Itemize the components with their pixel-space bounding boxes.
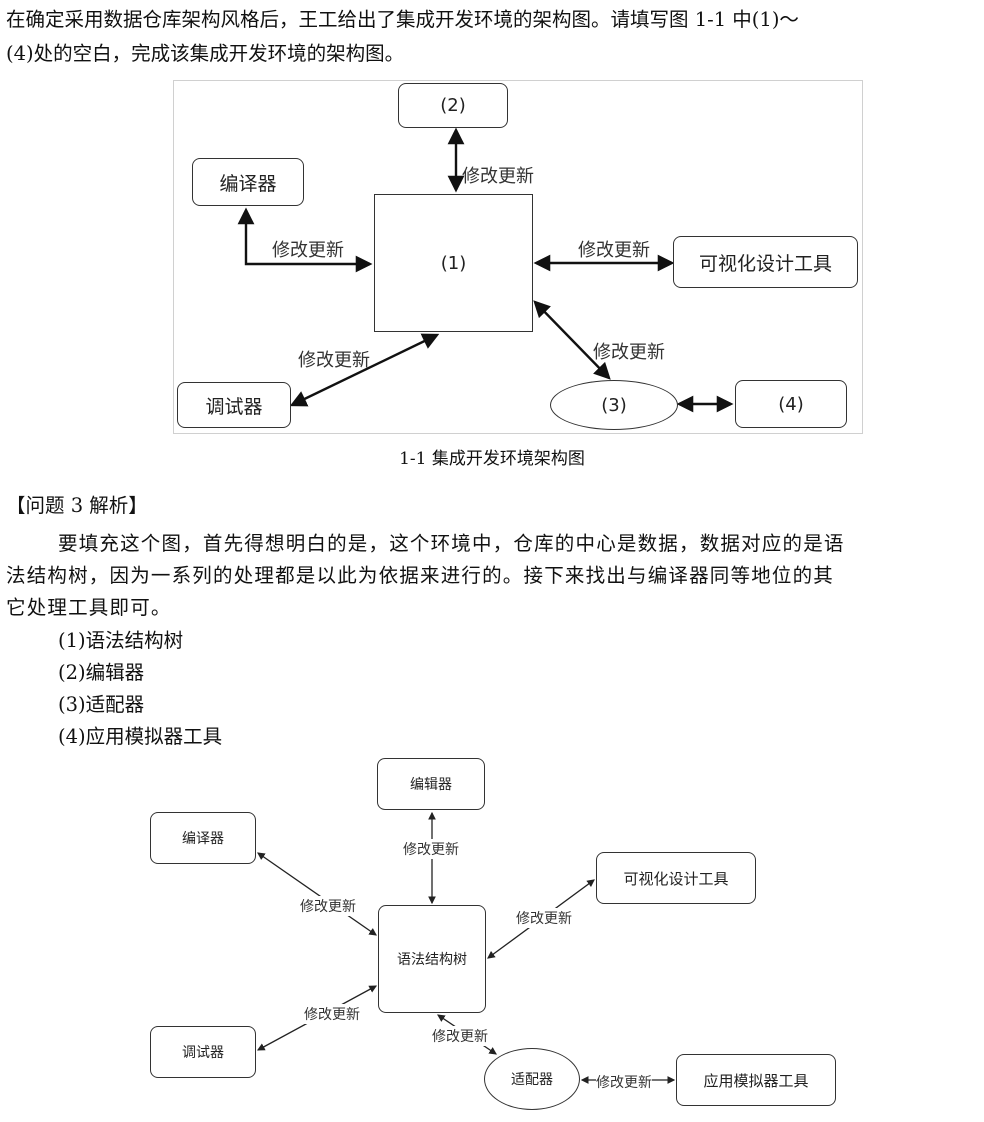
diagram1-edge-label-visual: 修改更新: [578, 240, 650, 261]
diagram2-ellipse-adapter: 适配器: [484, 1048, 580, 1110]
diagram2-edge-label-debugger: 修改更新: [304, 1004, 360, 1024]
diagram2-edge-label-visual: 修改更新: [516, 908, 572, 928]
diagram1-box-1: (1): [374, 194, 533, 332]
diagram2-box-syntax-tree: 语法结构树: [378, 905, 486, 1013]
analysis-para-line-1: 要填充这个图，首先得想明白的是，这个环境中，仓库的中心是数据，数据对应的是语: [58, 532, 845, 555]
question-line-1: 在确定采用数据仓库架构风格后，王工给出了集成开发环境的架构图。请填写图 1-1 …: [6, 8, 799, 31]
diagram1-box-4: (4): [735, 380, 847, 428]
analysis-para-line-2: 法结构树，因为一系列的处理都是以此为依据来进行的。接下来找出与编译器同等地位的其: [6, 564, 835, 587]
diagram1-edge-label-debugger: 修改更新: [298, 350, 370, 371]
diagram2-box-debugger: 调试器: [150, 1026, 256, 1078]
diagram1-edge-label-3: 修改更新: [593, 342, 665, 363]
analysis-para-line-3: 它处理工具即可。: [6, 596, 172, 619]
diagram1-box-debugger: 调试器: [177, 382, 291, 428]
answer-4: (4)应用模拟器工具: [58, 725, 223, 748]
answer-1: (1)语法结构树: [58, 629, 184, 652]
diagram2-edge-label-simulator: 修改更新: [596, 1072, 652, 1092]
diagram2-box-visual-design-tool: 可视化设计工具: [596, 852, 756, 904]
diagram2-box-editor: 编辑器: [377, 758, 485, 810]
diagram1-edge-label-compiler: 修改更新: [272, 240, 344, 261]
diagram1-box-compiler: 编译器: [192, 158, 304, 206]
diagram1-box-visual-design-tool: 可视化设计工具: [673, 236, 858, 288]
answer-2: (2)编辑器: [58, 661, 145, 684]
answer-3: (3)适配器: [58, 693, 145, 716]
diagram2-edge-label-compiler: 修改更新: [300, 896, 356, 916]
diagram1-box-2: (2): [398, 83, 508, 128]
analysis-heading: 【问题 3 解析】: [6, 494, 148, 517]
diagram2-edge-label-editor: 修改更新: [403, 839, 459, 859]
diagram1-edge-label-top: 修改更新: [462, 166, 534, 187]
diagram2-box-simulator-tool: 应用模拟器工具: [676, 1054, 836, 1106]
diagram1-ellipse-3: (3): [550, 380, 678, 430]
question-line-2: (4)处的空白，完成该集成开发环境的架构图。: [6, 42, 405, 65]
diagram2-edge-label-adapter: 修改更新: [432, 1026, 488, 1046]
diagram2-box-compiler: 编译器: [150, 812, 256, 864]
figure-caption: 1-1 集成开发环境架构图: [399, 449, 585, 469]
